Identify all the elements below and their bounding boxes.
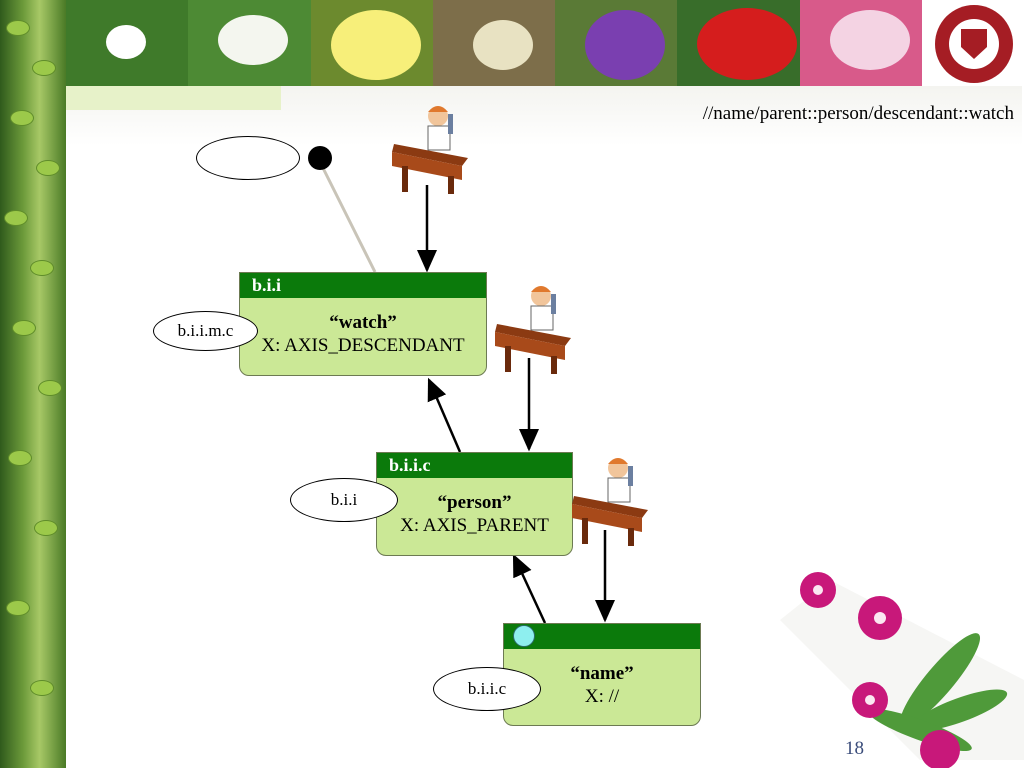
node-name: “name” X: // — [503, 623, 701, 726]
arrow-name-to-person — [512, 553, 547, 624]
node-label: “name” — [570, 663, 634, 684]
end-state-marker — [308, 146, 332, 170]
node-person: b.i.i.c “person” X: AXIS_PARENT — [376, 452, 573, 556]
node-header — [504, 624, 700, 649]
wpi-seal-logo — [930, 2, 1018, 86]
node-label: “person” — [437, 492, 512, 513]
node-header: b.i.i — [240, 273, 486, 298]
end-marker-link — [321, 167, 377, 273]
arrow-person-to-watch — [427, 377, 462, 453]
flower-photo-plumeria — [310, 0, 433, 86]
leaf-border-decoration — [0, 0, 66, 768]
node-axis: X: AXIS_PARENT — [400, 515, 549, 536]
clerk-at-desk-icon — [572, 458, 648, 546]
empty-oval — [196, 136, 300, 180]
banner-accent-bar — [66, 86, 281, 110]
side-tag-oval: b.i.i — [290, 478, 398, 522]
node-header: b.i.i.c — [377, 453, 572, 478]
start-state-marker — [513, 625, 535, 647]
flower-photo-pale — [432, 0, 556, 86]
node-axis: X: // — [584, 686, 620, 707]
node-label: “watch” — [329, 312, 397, 333]
page-number: 18 — [845, 738, 864, 759]
clerk-at-desk-icon — [495, 286, 571, 374]
flower-bouquet-decoration — [780, 572, 1024, 768]
flower-photo-hibiscus — [677, 0, 800, 86]
flower-photo-purple — [555, 0, 678, 86]
node-watch: b.i.i “watch” X: AXIS_DESCENDANT — [239, 272, 487, 376]
clerk-at-desk-icon — [392, 106, 468, 194]
flower-photo-jasmine — [188, 0, 311, 86]
side-tag-oval: b.i.i.c — [433, 667, 541, 711]
xpath-expression: //name/parent::person/descendant::watch — [702, 103, 1014, 124]
flower-photo-pink — [799, 0, 922, 86]
flower-banner — [66, 0, 922, 86]
node-axis: X: AXIS_DESCENDANT — [261, 335, 465, 356]
flower-photo-white — [66, 0, 189, 86]
side-tag-oval: b.i.i.m.c — [153, 311, 258, 351]
